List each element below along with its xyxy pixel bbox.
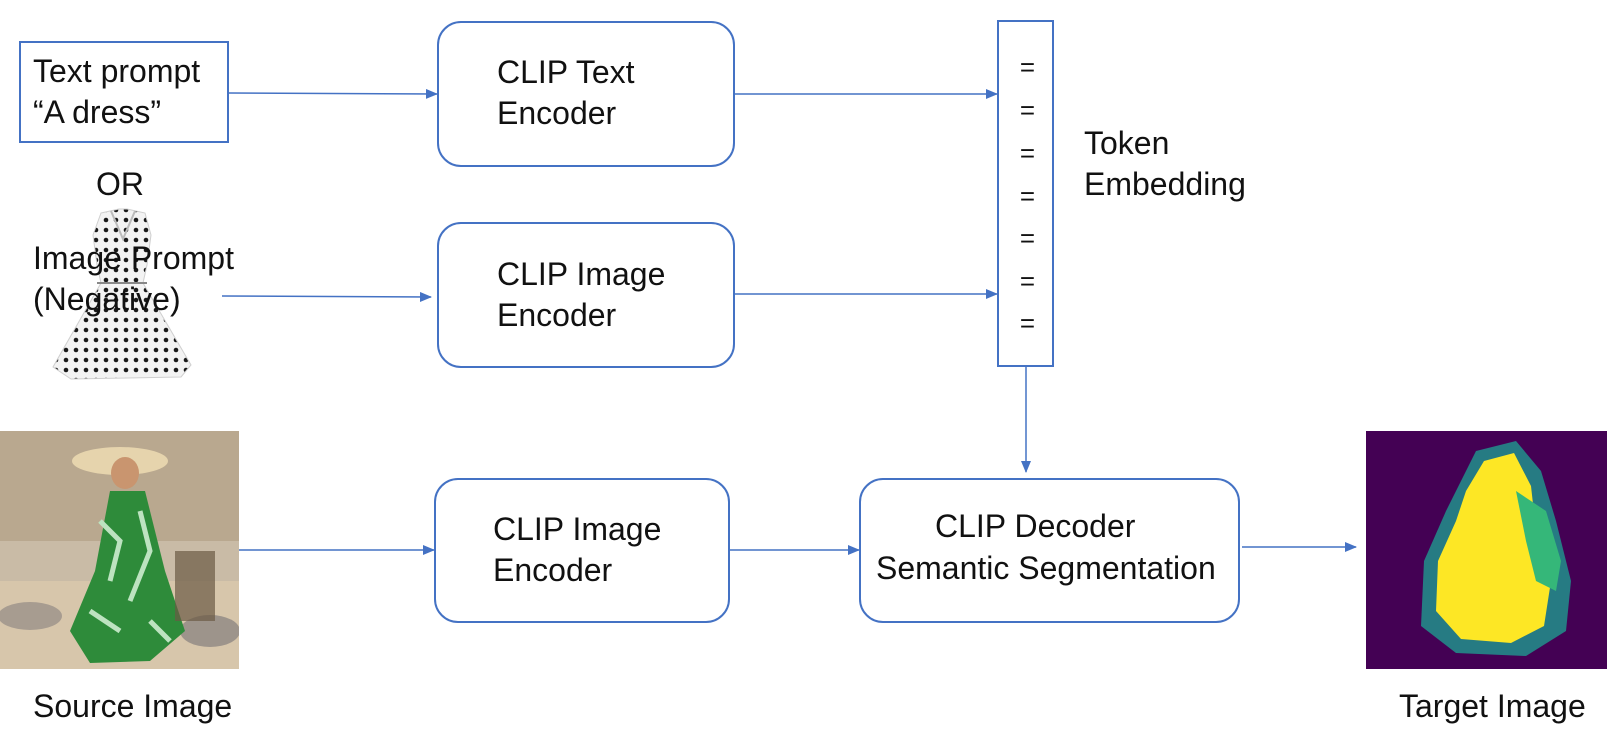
token-symbol: = [1019,308,1036,338]
source-image-label: Source Image [33,688,233,724]
source-image [0,431,239,669]
text-prompt-label: Text prompt [33,53,201,89]
clip-image-encoder-bottom-sublabel: Encoder [493,552,613,588]
clip-image-encoder-top-label: CLIP Image [497,256,666,292]
token-symbol: = [1019,138,1036,168]
token-embedding-column: = = = = = = = [997,20,1054,367]
arrow-image-prompt-to-image-encoder [221,291,432,302]
clip-decoder-box [859,478,1240,623]
segmentation-mask-icon [1366,431,1607,669]
clip-image-encoder-bottom-label: CLIP Image [493,511,662,547]
image-prompt-qualifier: (Negative) [33,281,181,317]
or-label: OR [96,166,144,202]
clip-text-encoder-sublabel: Encoder [497,95,617,131]
text-prompt-value: “A dress” [33,94,162,130]
token-symbol: = [1019,52,1036,82]
clip-text-encoder-label: CLIP Text [497,54,635,90]
token-embedding-sublabel: Embedding [1084,166,1246,202]
target-image-label: Target Image [1399,688,1586,724]
clip-decoder-sublabel: Semantic Segmentation [876,550,1216,586]
clip-image-encoder-top-sublabel: Encoder [497,297,617,333]
polka-dot-dress-icon [31,205,214,385]
arrow-text-prompt-to-text-encoder [228,88,438,99]
token-embedding-label: Token [1084,125,1170,161]
image-prompt-thumbnail [31,205,214,385]
target-image [1366,431,1607,669]
token-symbol: = [1019,223,1036,253]
source-photo-icon [0,431,239,669]
token-symbol: = [1019,95,1036,125]
text-prompt-box [19,41,229,143]
clip-decoder-label: CLIP Decoder [935,508,1136,544]
token-symbol: = [1019,181,1036,211]
clip-image-encoder-top-box [437,222,735,368]
image-prompt-label: Image Prompt [33,240,234,276]
clip-text-encoder-box [437,21,735,167]
token-symbol: = [1019,266,1036,296]
clip-image-encoder-bottom-box [434,478,730,623]
